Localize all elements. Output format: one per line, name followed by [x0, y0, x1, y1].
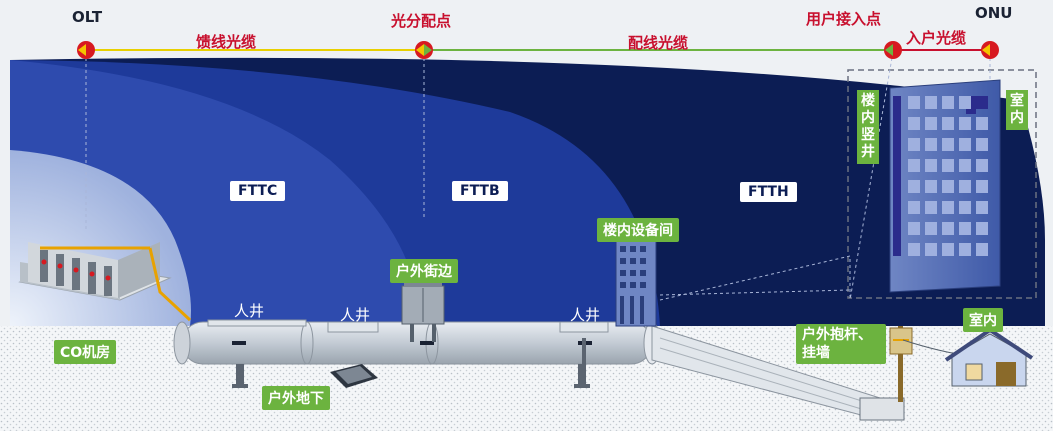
window-cell — [908, 222, 920, 235]
onu-label: ONU — [975, 4, 1013, 22]
window-cell — [959, 96, 971, 109]
window-cell — [976, 159, 988, 172]
window-cell — [976, 96, 988, 109]
pipe-support-icon — [232, 338, 590, 388]
window-cell — [925, 243, 937, 256]
window-cell — [976, 243, 988, 256]
window-cell — [925, 96, 937, 109]
indoor-bottom-label: 室内 — [963, 308, 1003, 332]
window-cell — [959, 222, 971, 235]
window-cell — [942, 138, 954, 151]
onu-node-icon — [981, 41, 999, 59]
window-cell — [942, 96, 954, 109]
house-icon — [944, 327, 1034, 387]
street-cabinet-icon — [401, 283, 445, 342]
window-cell — [959, 180, 971, 193]
building-windows — [908, 96, 994, 282]
manhole-cover — [327, 321, 379, 333]
access-point-node-icon — [884, 41, 902, 59]
co-room-label: CO机房 — [54, 340, 117, 364]
co-room-icon — [18, 242, 192, 322]
manhole-label: 人井 — [234, 302, 265, 320]
building-dashed-box — [847, 69, 1037, 299]
window-cell — [908, 201, 920, 214]
manhole-cover — [207, 319, 307, 327]
manhole-label: 人井 — [570, 306, 601, 324]
window-cell — [908, 117, 920, 130]
access-point-label: 用户接入点 — [806, 10, 882, 28]
window-cell — [925, 138, 937, 151]
guide-lines — [85, 51, 991, 301]
window-cell — [908, 138, 920, 151]
drop-fiber-label: 入户光缆 — [906, 29, 967, 47]
window-cell — [942, 159, 954, 172]
ftth-tag: FTTH — [740, 182, 797, 202]
window-cell — [976, 117, 988, 130]
window-cell — [942, 222, 954, 235]
manhole-cover — [559, 321, 609, 333]
feeder-fiber-label: 馈线光缆 — [196, 33, 257, 51]
splitter-node-icon — [415, 41, 433, 59]
olt-node-icon — [77, 41, 95, 59]
fttc-tag: FTTC — [230, 181, 286, 201]
window-cell — [976, 222, 988, 235]
window-cell — [976, 201, 988, 214]
riser-label: 楼内竖井 — [857, 90, 879, 164]
window-cell — [908, 96, 920, 109]
window-cell — [925, 159, 937, 172]
window-cell — [925, 180, 937, 193]
window-cell — [959, 243, 971, 256]
underground-box-icon — [330, 364, 378, 388]
window-cell — [976, 138, 988, 151]
window-cell — [959, 201, 971, 214]
building-room-label: 楼内设备间 — [597, 218, 679, 242]
manhole-label: 人井 — [340, 306, 371, 324]
window-cell — [925, 117, 937, 130]
window-cell — [942, 117, 954, 130]
window-cell — [925, 222, 937, 235]
street-label: 户外街边 — [390, 259, 458, 283]
distribution-fiber-label: 配线光缆 — [628, 34, 689, 52]
diagonal-pipe — [651, 325, 905, 421]
window-cell — [959, 159, 971, 172]
window-cell — [942, 201, 954, 214]
window-cell — [942, 180, 954, 193]
window-cell — [976, 180, 988, 193]
building-room-icon — [615, 239, 657, 327]
underground-label: 户外地下 — [262, 386, 330, 410]
window-cell — [908, 159, 920, 172]
indoor-side-label: 室内 — [1006, 90, 1028, 130]
olt-label: OLT — [72, 8, 103, 26]
splitter-label: 光分配点 — [391, 12, 452, 30]
pole-wall-label: 户外抱杆、挂墙 — [796, 324, 886, 364]
window-cell — [959, 117, 971, 130]
fttb-tag: FTTB — [452, 181, 508, 201]
window-cell — [942, 243, 954, 256]
window-cell — [908, 243, 920, 256]
window-cell — [925, 201, 937, 214]
window-cell — [908, 180, 920, 193]
window-cell — [959, 138, 971, 151]
